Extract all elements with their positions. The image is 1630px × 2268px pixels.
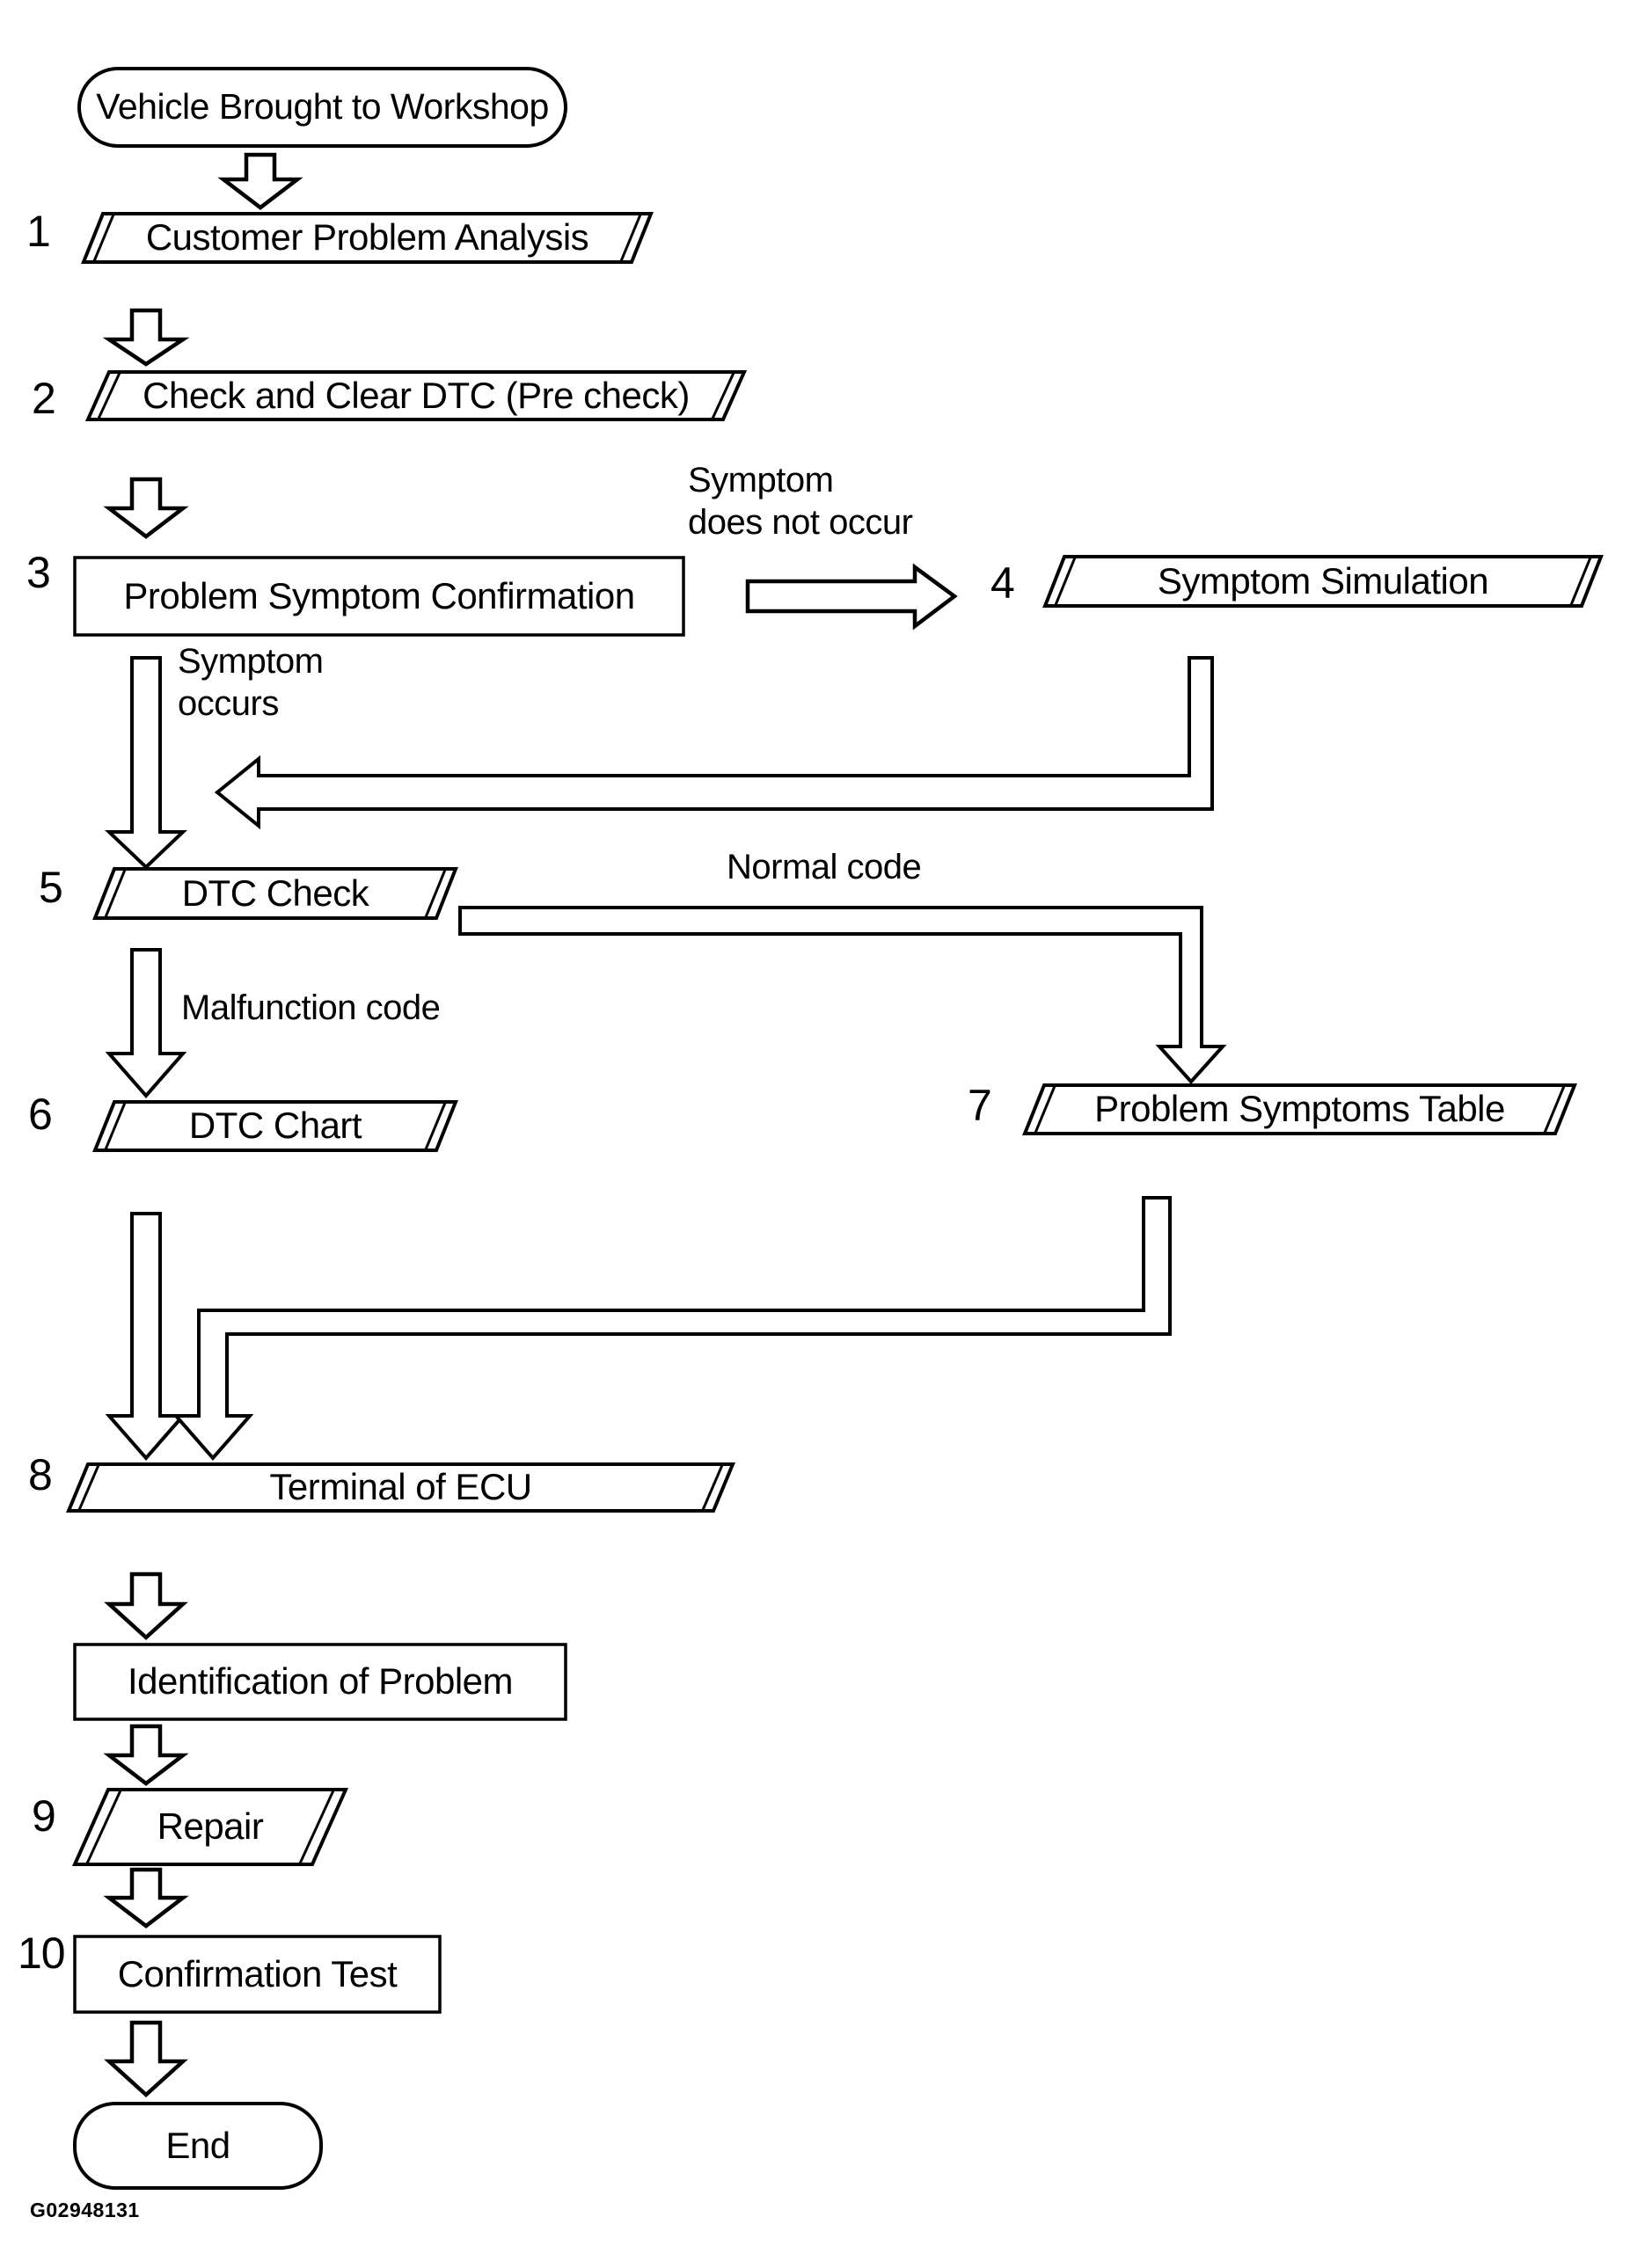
step-number: 3: [26, 548, 51, 597]
end-terminal-shape: [73, 2102, 323, 2190]
slash-edge-icon: [1034, 1085, 1056, 1134]
slash-edge-icon: [424, 869, 447, 918]
slash-edge-icon: [1543, 1085, 1566, 1134]
step8-parallelogram-shape: [66, 1462, 735, 1513]
slash-edge-icon: [77, 1464, 100, 1511]
slash-edge-icon: [619, 214, 642, 262]
step5-parallelogram-shape: [92, 867, 458, 920]
identification-rectangle-shape: [73, 1643, 567, 1721]
arrow-down-icon: [217, 152, 303, 210]
start-terminal-shape: [77, 67, 567, 148]
step-number: 1: [26, 207, 51, 256]
arrow-down-long-icon: [105, 948, 187, 1099]
step-number: 5: [39, 863, 63, 912]
figure-id: G02948131: [30, 2199, 140, 2221]
slash-edge-icon: [298, 1790, 335, 1864]
arrow-right-icon: [745, 563, 958, 631]
step4-parallelogram-shape: [1042, 555, 1604, 608]
step-number: 8: [28, 1450, 53, 1499]
edge-label-malfunction-code: Malfunction code: [181, 988, 441, 1027]
slash-edge-icon: [85, 1790, 122, 1864]
slash-edge-icon: [424, 1102, 447, 1150]
edge-label-symptom-does-not-occur: Symptom does not occur: [688, 461, 913, 542]
step-number: 9: [32, 1791, 56, 1841]
arrow-left-return-icon: [214, 656, 1214, 830]
arrow-down-icon: [103, 1724, 189, 1786]
step7-parallelogram-shape: [1022, 1083, 1577, 1135]
arrow-elbow-down-icon: [172, 1196, 1172, 1462]
step-number: 2: [32, 374, 56, 423]
step1-parallelogram-shape: [81, 212, 654, 264]
arrow-down-icon: [102, 308, 190, 367]
slash-edge-icon: [97, 372, 121, 419]
slash-edge-icon: [104, 869, 127, 918]
arrow-normal-code-icon: [458, 906, 1227, 1084]
step-number: 4: [990, 558, 1015, 608]
step3-rectangle-shape: [73, 556, 685, 637]
step-number: 10: [18, 1929, 66, 1978]
step6-parallelogram-shape: [92, 1100, 458, 1152]
arrow-down-long-icon: [105, 656, 187, 870]
arrow-down-icon: [104, 1572, 188, 1641]
step-number: 6: [28, 1090, 53, 1139]
arrow-down-icon: [103, 477, 189, 539]
slash-edge-icon: [1569, 557, 1592, 606]
slash-edge-icon: [701, 1464, 724, 1511]
step2-parallelogram-shape: [84, 370, 748, 421]
arrow-down-long-icon: [105, 1212, 187, 1462]
slash-edge-icon: [104, 1102, 127, 1150]
slash-edge-icon: [92, 214, 115, 262]
slash-edge-icon: [1054, 557, 1077, 606]
edge-label-normal-code: Normal code: [727, 848, 922, 886]
step9-parallelogram-shape: [71, 1788, 349, 1866]
arrow-down-icon: [103, 1867, 189, 1929]
step10-rectangle-shape: [73, 1935, 442, 2014]
slash-edge-icon: [711, 372, 735, 419]
step-number: 7: [968, 1081, 992, 1130]
edge-label-symptom-occurs: Symptom occurs: [178, 642, 324, 723]
arrow-down-icon: [104, 2020, 188, 2098]
